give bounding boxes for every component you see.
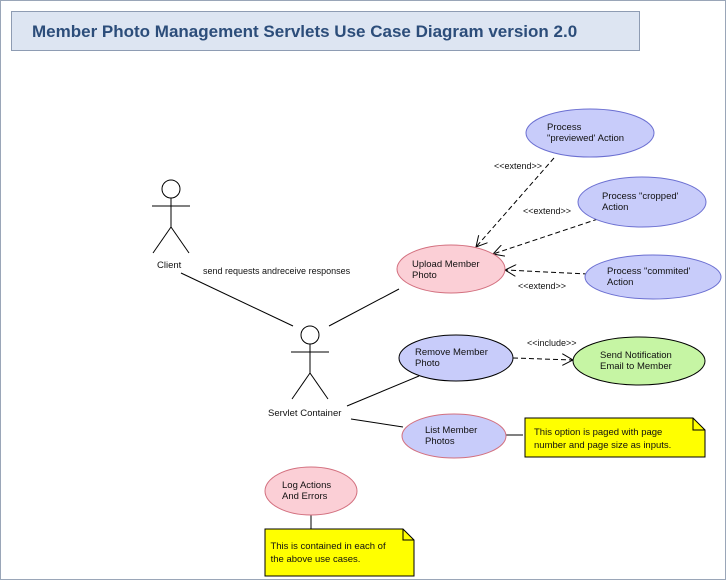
association-container-list	[350, 418, 404, 428]
usecase-log-actions-label: Log Actions And Errors	[282, 480, 332, 502]
usecase-process-committed	[584, 254, 722, 300]
extend-committed-label: <<extend>>	[518, 281, 567, 291]
association-client-container	[180, 272, 294, 327]
usecase-send-notification	[572, 336, 706, 386]
usecase-remove-member-photo	[398, 334, 514, 382]
usecase-send-notification-label: Send Notification Email to Member	[600, 350, 672, 372]
association-container-remove	[346, 375, 420, 407]
usecase-process-previewed	[525, 108, 655, 158]
extend-previewed-arrow	[476, 157, 555, 247]
note-list-paging-shape	[524, 417, 706, 458]
usecase-list-member-photos-label: List Member Photos	[425, 425, 478, 447]
servlet-container-actor-figure	[291, 325, 329, 400]
usecase-process-cropped-label: Process "cropped' Action	[602, 191, 679, 213]
extend-cropped-arrow	[493, 218, 599, 254]
usecase-log-actions	[264, 466, 358, 516]
usecase-process-cropped	[577, 176, 707, 228]
extend-committed-arrow	[505, 270, 589, 274]
extend-cropped-label: <<extend>>	[523, 206, 572, 216]
servlet-container-actor-label: Servlet Container	[268, 408, 342, 419]
note-log-shape	[264, 528, 415, 577]
usecase-list-member-photos	[401, 413, 507, 459]
note-log-fold	[402, 529, 414, 541]
usecase-process-committed-label: Process "commited' Action	[607, 266, 691, 288]
client-actor-figure	[152, 179, 190, 254]
association-label: send requests andreceive responses	[203, 266, 351, 276]
usecase-process-previewed-label: Process "previewed' Action	[547, 122, 625, 144]
usecase-upload-member-photo-label: Upload Member Photo	[412, 259, 480, 281]
title-box: Member Photo Management Servlets Use Cas…	[11, 11, 640, 51]
usecase-remove-member-photo-label: Remove Member Photo	[415, 347, 488, 369]
include-notification-label: <<include>>	[527, 338, 577, 348]
association-container-upload	[328, 288, 400, 327]
usecase-upload-member-photo	[396, 244, 506, 294]
note-log-text: This is contained in each of the above u…	[270, 541, 386, 565]
include-notification-arrow	[512, 358, 573, 360]
extend-previewed-label: <<extend>>	[494, 161, 543, 171]
note-list-paging-text: This option is paged with page number an…	[534, 427, 672, 451]
client-actor-label: Client	[157, 260, 182, 271]
diagram-title: Member Photo Management Servlets Use Cas…	[32, 22, 578, 41]
note-list-paging-fold	[692, 418, 705, 431]
